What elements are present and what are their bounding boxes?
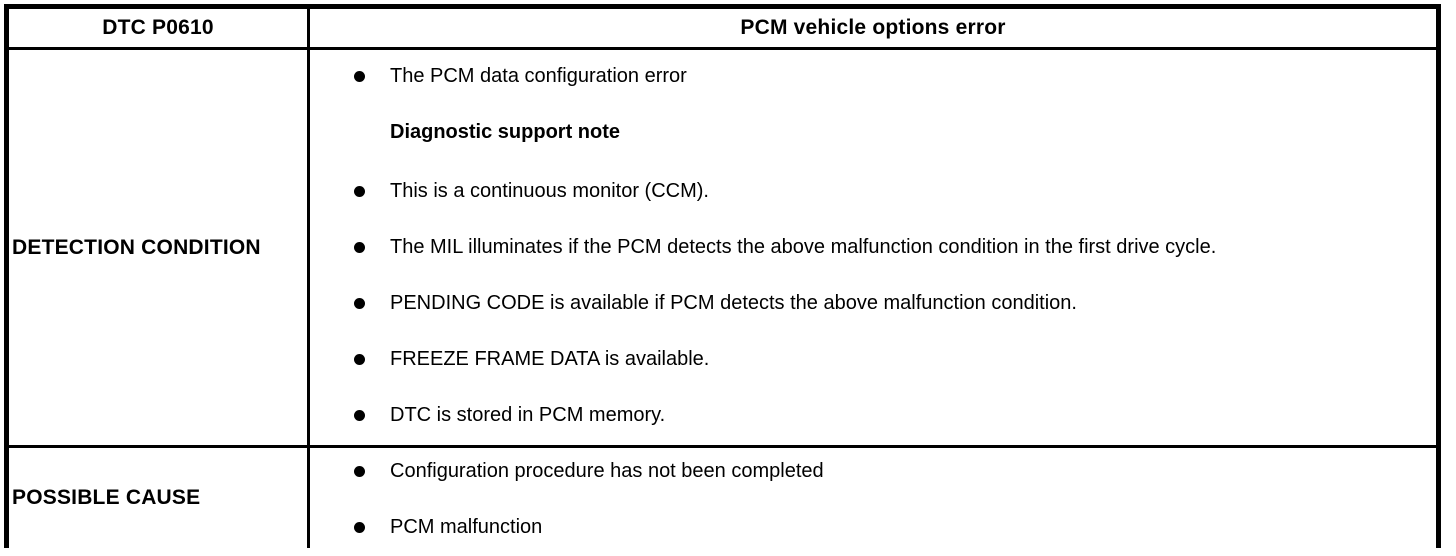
bullet-icon [354,410,365,421]
list-item-text: FREEZE FRAME DATA is available. [390,348,710,370]
bullet-icon [354,466,365,477]
list-item-text: Configuration procedure has not been com… [390,460,824,482]
bullet-icon [354,298,365,309]
detection-condition-label: DETECTION CONDITION [9,50,310,448]
list-item: PCM malfunction [354,513,1422,542]
bullet-icon [354,242,365,253]
list-item: This is a continuous monitor (CCM). [354,177,1422,206]
bullet-icon [354,186,365,197]
possible-cause-content: Configuration procedure has not been com… [310,448,1436,548]
possible-cause-label: POSSIBLE CAUSE [9,448,310,548]
list-item-text: PCM malfunction [390,516,543,538]
bullet-icon [354,354,365,365]
list-item: Configuration procedure has not been com… [354,457,1422,486]
bullet-icon [354,522,365,533]
note-heading-text: Diagnostic support note [390,121,620,143]
list-item-text: The MIL illuminates if the PCM detects t… [390,236,1217,258]
list-item: DTC is stored in PCM memory. [354,401,1422,430]
list-item: The PCM data configuration error [354,62,1422,91]
note-heading: Diagnostic support note [390,118,1422,147]
dtc-table: DTC P0610 PCM vehicle options error DETE… [4,4,1441,548]
list-item: FREEZE FRAME DATA is available. [354,345,1422,374]
list-item: The MIL illuminates if the PCM detects t… [354,233,1422,262]
list-item-text: The PCM data configuration error [390,65,687,87]
list-item-text: PENDING CODE is available if PCM detects… [390,292,1077,314]
list-item-text: DTC is stored in PCM memory. [390,404,666,426]
bullet-icon [354,71,365,82]
list-item-text: This is a continuous monitor (CCM). [390,180,709,202]
dtc-code-header: DTC P0610 [9,9,310,50]
dtc-description-header: PCM vehicle options error [310,9,1436,50]
list-item: PENDING CODE is available if PCM detects… [354,289,1422,318]
detection-condition-content: The PCM data configuration error Diagnos… [310,50,1436,448]
